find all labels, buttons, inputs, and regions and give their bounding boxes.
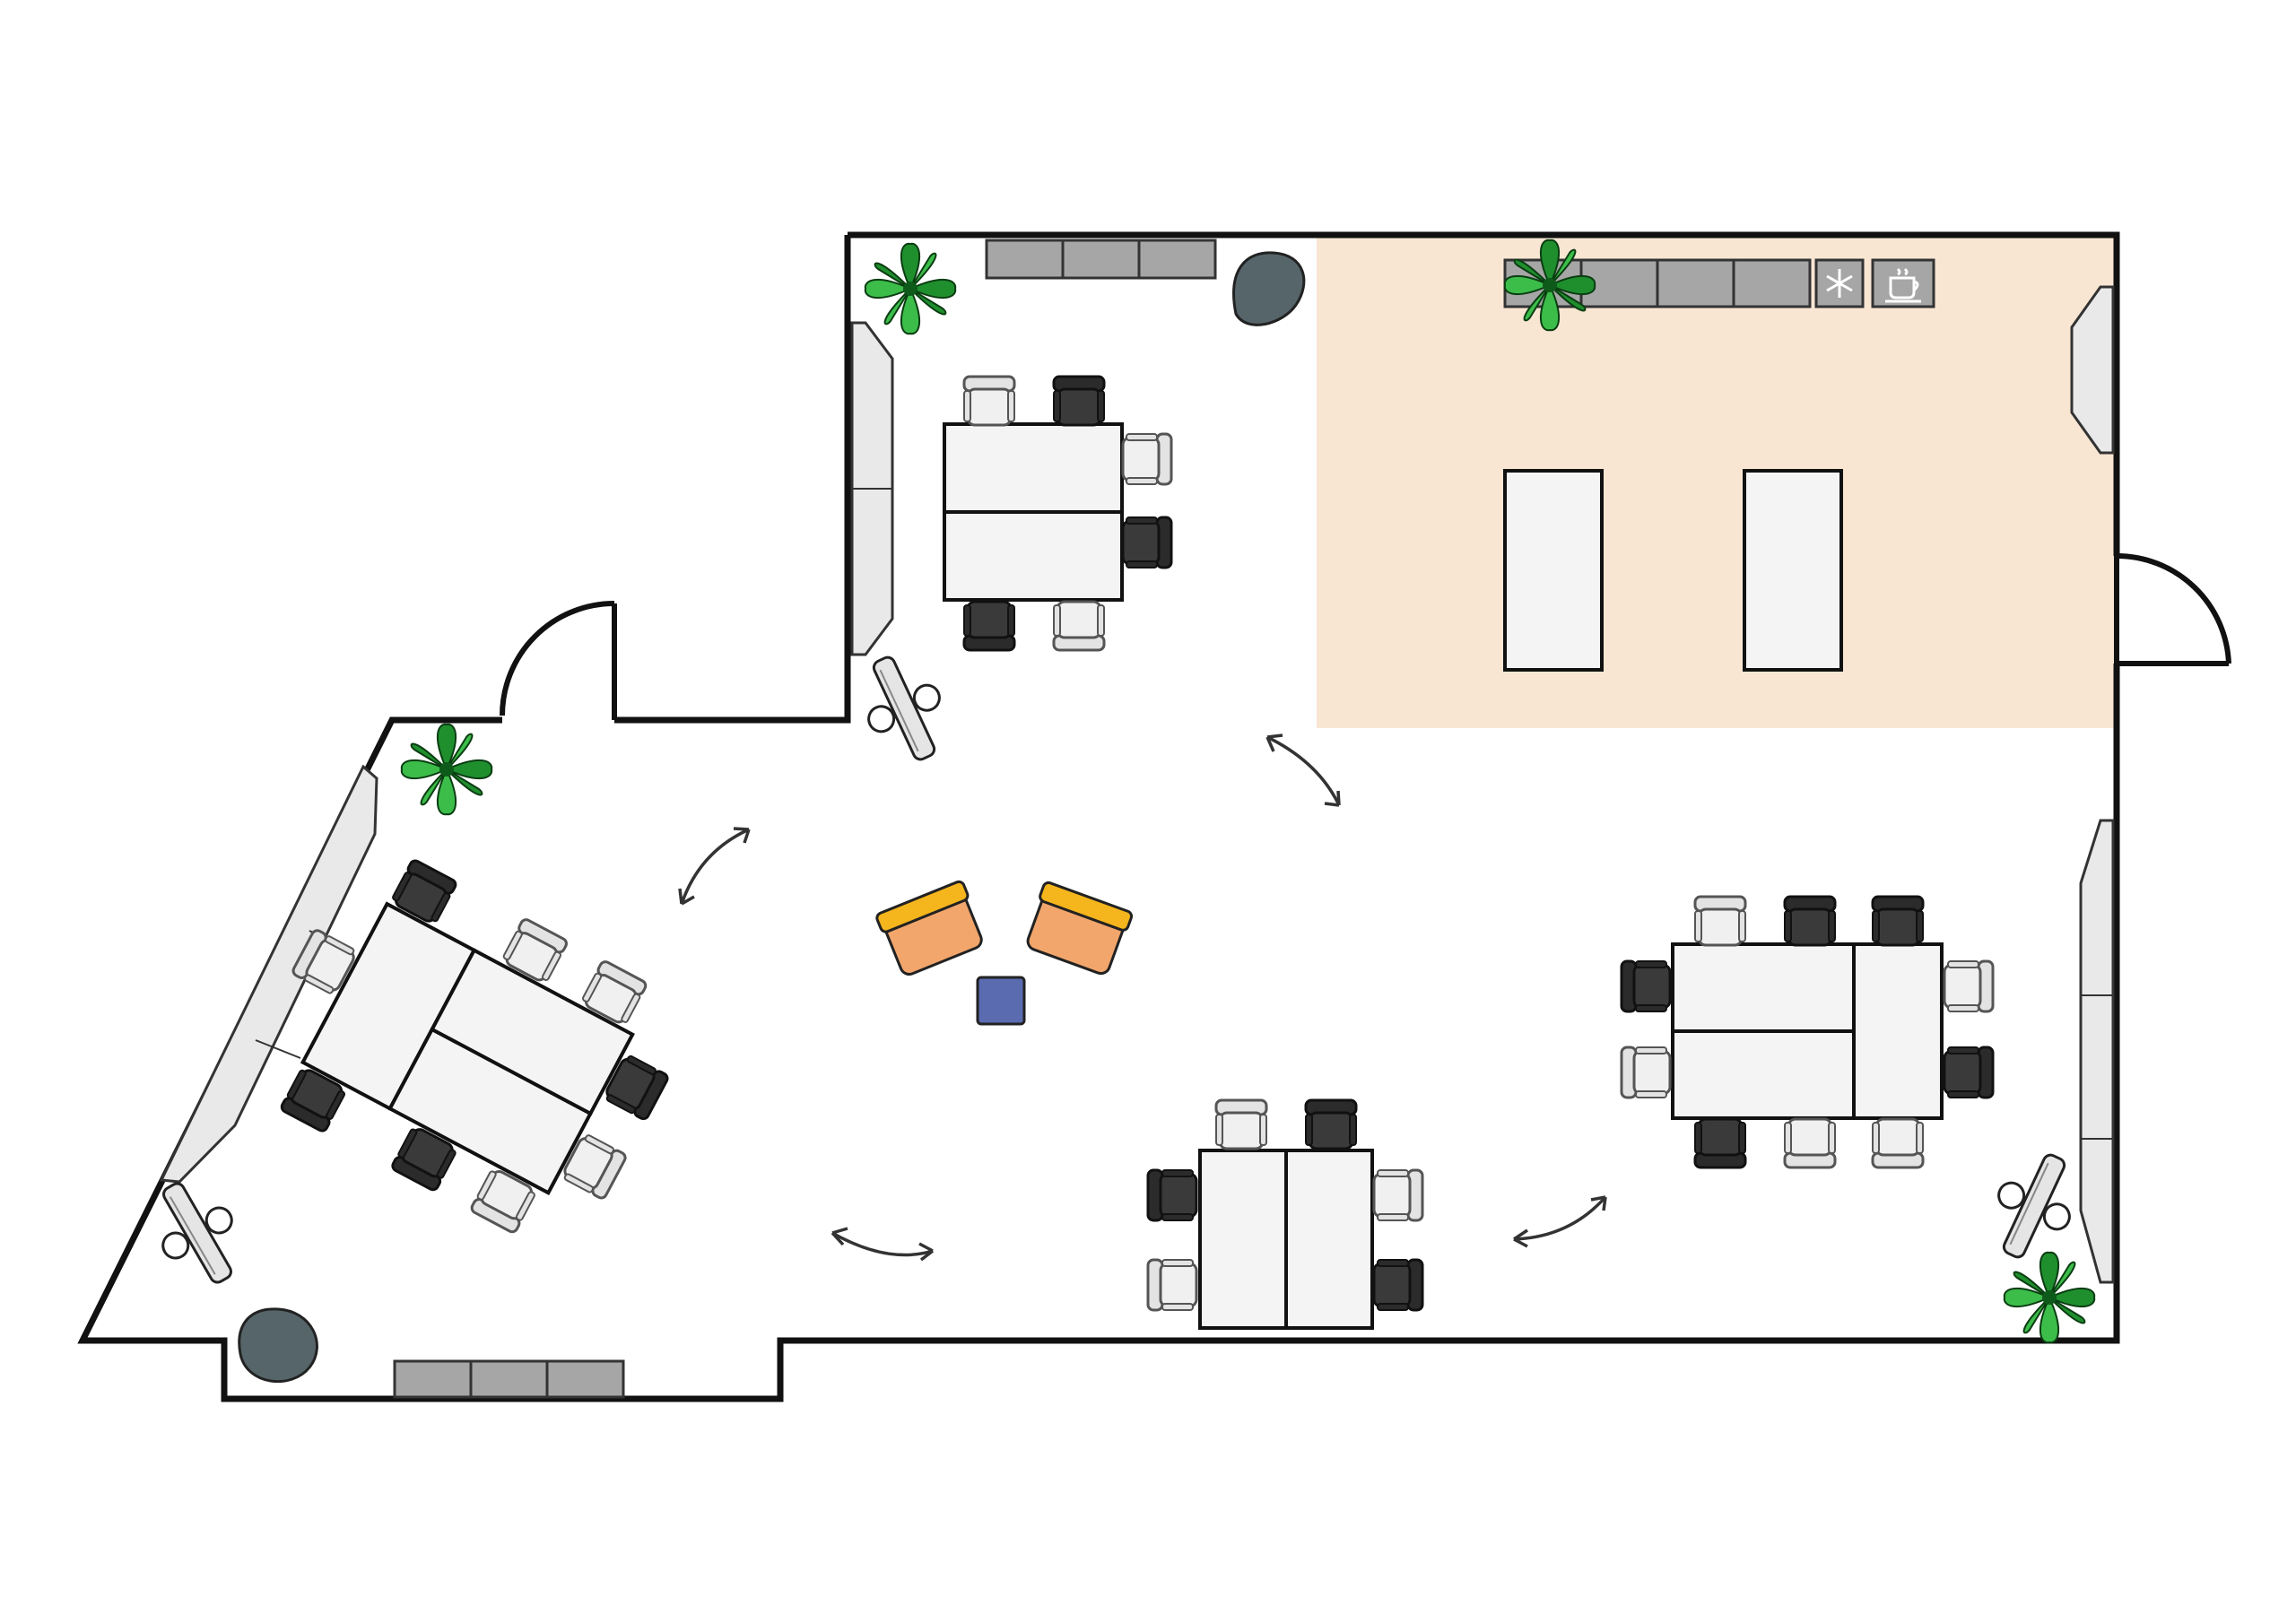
desk-group-bottom bbox=[1146, 1098, 1424, 1330]
whiteboard-stand-icon[interactable] bbox=[1976, 1140, 2092, 1272]
circulation-arrow-icon bbox=[1513, 1195, 1607, 1248]
door-right[interactable] bbox=[2114, 552, 2231, 666]
kitchen-area bbox=[1317, 235, 2116, 728]
shelf-bottom bbox=[393, 1359, 625, 1399]
partition-left-diagonal bbox=[159, 764, 378, 1184]
snowflake-icon bbox=[1826, 269, 1853, 298]
coffee-machine[interactable] bbox=[1871, 258, 1935, 308]
plant-icon bbox=[864, 242, 957, 335]
kitchen-table-right bbox=[1743, 469, 1843, 672]
pouf-bottom[interactable] bbox=[238, 1307, 318, 1383]
lounge-armchair-right[interactable] bbox=[1022, 881, 1134, 977]
partition-kitchen-right bbox=[2070, 285, 2115, 455]
circulation-arrow-icon bbox=[1265, 733, 1341, 807]
circulation-arrow-icon bbox=[831, 1227, 935, 1262]
whiteboard-stand-icon[interactable] bbox=[846, 642, 962, 775]
pouf-top[interactable] bbox=[1232, 251, 1306, 326]
partition-right bbox=[2079, 819, 2115, 1284]
circulation-arrow-icon bbox=[678, 827, 751, 906]
coffee-cup-icon bbox=[1885, 267, 1921, 303]
lounge-armchair-left[interactable] bbox=[875, 880, 987, 978]
plant-icon bbox=[400, 723, 493, 816]
plant-icon bbox=[2003, 1251, 2096, 1344]
lounge-stool[interactable] bbox=[976, 976, 1026, 1026]
door-top-left[interactable] bbox=[500, 601, 617, 720]
wall-left-step bbox=[614, 235, 851, 724]
fridge[interactable] bbox=[1814, 258, 1865, 308]
desk-group-right bbox=[1620, 895, 1995, 1169]
desk-group-left bbox=[278, 857, 671, 1236]
shelf-top bbox=[985, 239, 1217, 280]
wall-outline bbox=[848, 231, 2120, 556]
desk-group-top bbox=[943, 375, 1173, 652]
kitchen-table-left bbox=[1503, 469, 1604, 672]
